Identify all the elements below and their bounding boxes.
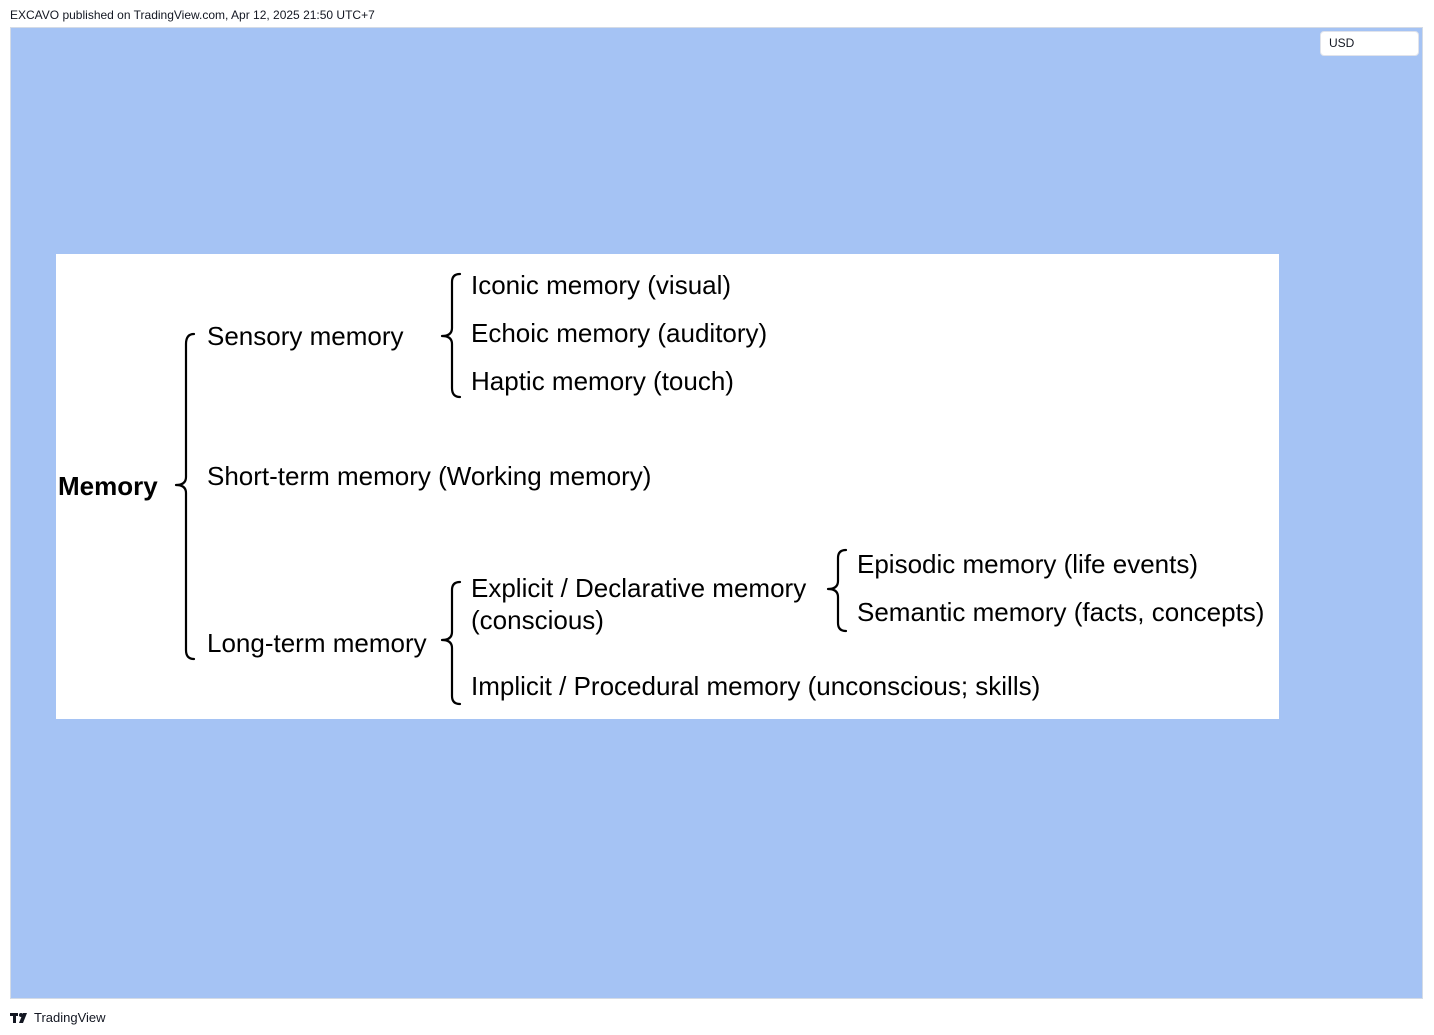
node-semantic-memory: Semantic memory (facts, concepts) <box>857 597 1264 627</box>
node-haptic-memory: Haptic memory (touch) <box>471 366 734 396</box>
node-sensory-memory: Sensory memory <box>207 321 404 351</box>
brace-sensory <box>440 272 462 399</box>
node-long-term-memory: Long-term memory <box>207 628 427 658</box>
tradingview-logo[interactable]: TradingView <box>10 1010 106 1025</box>
brace-memory <box>174 332 196 661</box>
tradingview-logo-text: TradingView <box>34 1010 106 1025</box>
node-implicit-memory: Implicit / Procedural memory (unconsciou… <box>471 671 1040 701</box>
diagram-panel <box>56 254 1279 719</box>
node-explicit-memory-note: (conscious) <box>471 605 604 635</box>
node-memory: Memory <box>58 471 158 501</box>
node-echoic-memory: Echoic memory (auditory) <box>471 318 767 348</box>
brace-long-term <box>440 580 462 706</box>
node-explicit-memory: Explicit / Declarative memory <box>471 573 806 603</box>
currency-label[interactable]: USD <box>1320 31 1419 56</box>
memory-diagram: Memory Sensory memory Iconic memory (vis… <box>58 270 1264 706</box>
node-iconic-memory: Iconic memory (visual) <box>471 270 731 300</box>
brace-explicit <box>826 548 848 633</box>
tradingview-logo-icon <box>10 1012 27 1023</box>
node-episodic-memory: Episodic memory (life events) <box>857 549 1198 579</box>
publication-caption: EXCAVO published on TradingView.com, Apr… <box>10 8 375 22</box>
node-short-term-memory: Short-term memory (Working memory) <box>207 461 651 491</box>
